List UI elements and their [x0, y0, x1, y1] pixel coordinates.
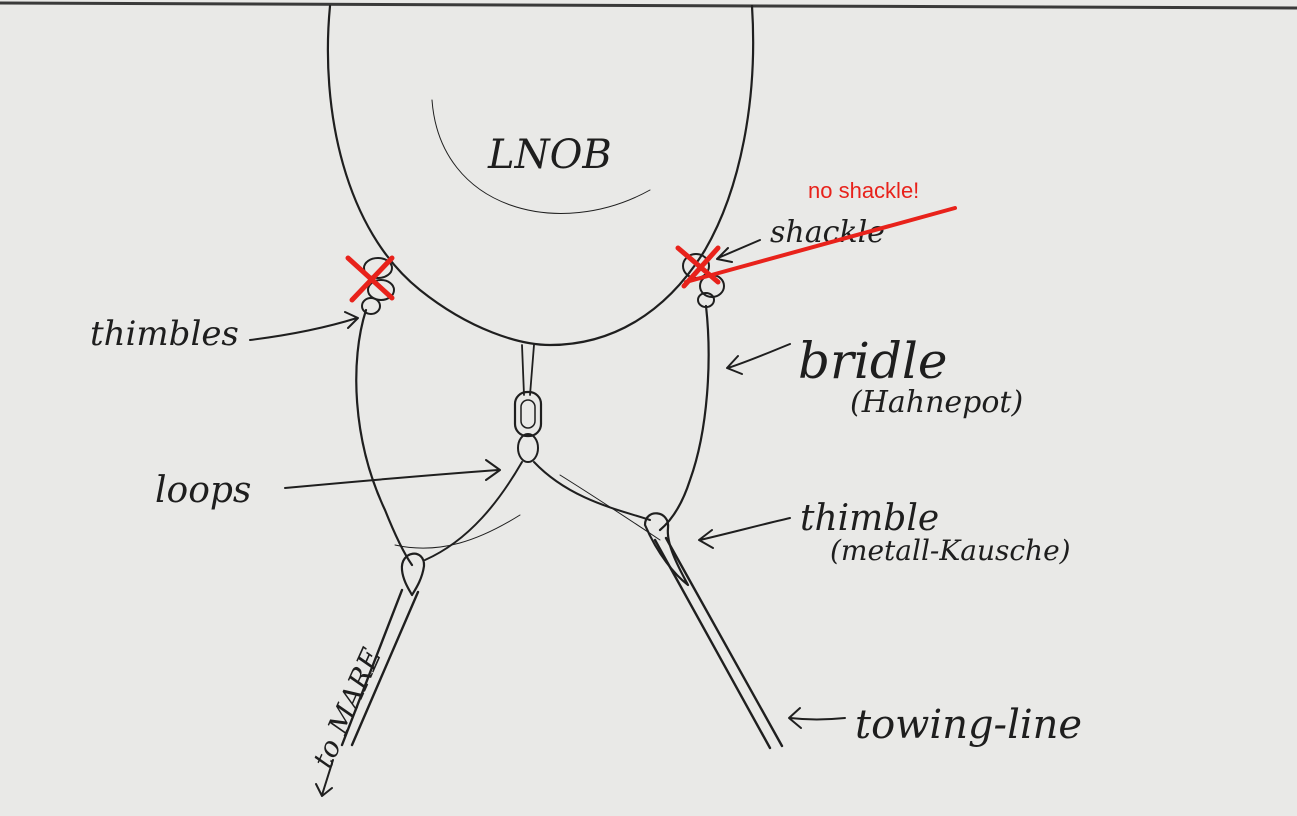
towing-line-label: towing-line	[855, 702, 1082, 748]
loops-label: loops	[155, 470, 251, 511]
bridle-translation-label: (Hahnepot)	[850, 385, 1023, 420]
thimble-label: thimble	[800, 498, 939, 539]
body-label: LNOB	[487, 132, 612, 178]
thimble-translation-label: (metall-Kausche)	[830, 534, 1071, 567]
no-shackle-note: no shackle!	[808, 178, 919, 203]
bridle-label: bridle	[798, 332, 948, 390]
thimbles-label: thimbles	[90, 314, 239, 354]
